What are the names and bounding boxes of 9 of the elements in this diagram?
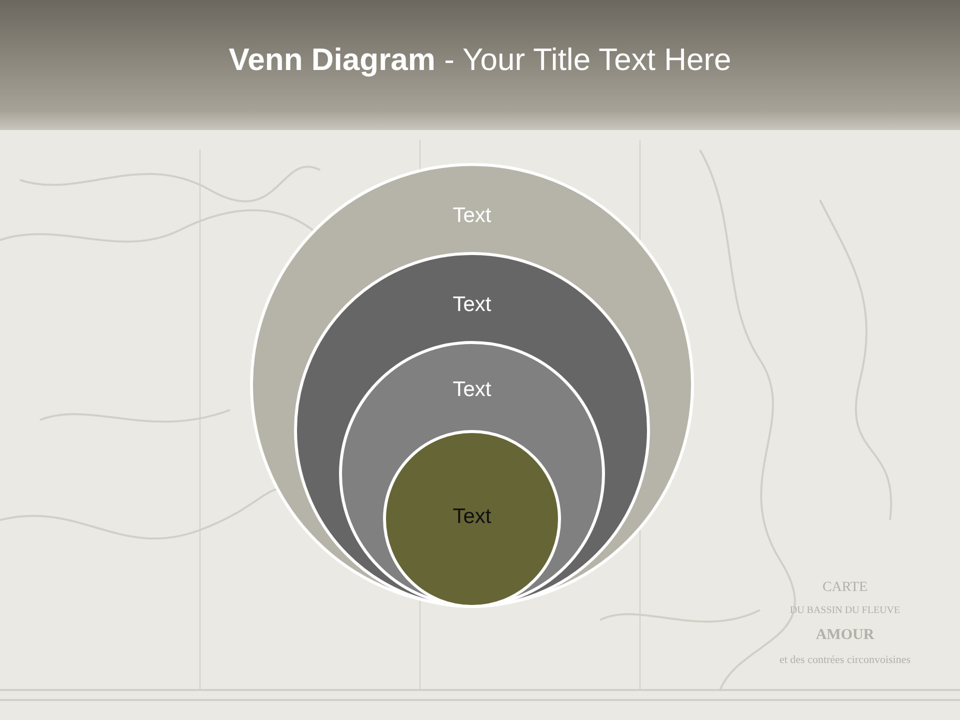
circle-label: Text: [452, 505, 492, 529]
circle-label: Text: [452, 293, 492, 317]
circle-label: Text: [452, 378, 492, 402]
map-caption: AMOUR: [814, 627, 876, 644]
map-caption: et des contrées circonvoisines: [778, 654, 912, 666]
map-caption: DU BASSIN DU FLEUVE: [788, 605, 902, 616]
title: Venn Diagram - Your Title Text Here: [228, 42, 732, 78]
map-caption: CARTE: [821, 580, 869, 596]
circle-label: Text: [452, 204, 492, 228]
